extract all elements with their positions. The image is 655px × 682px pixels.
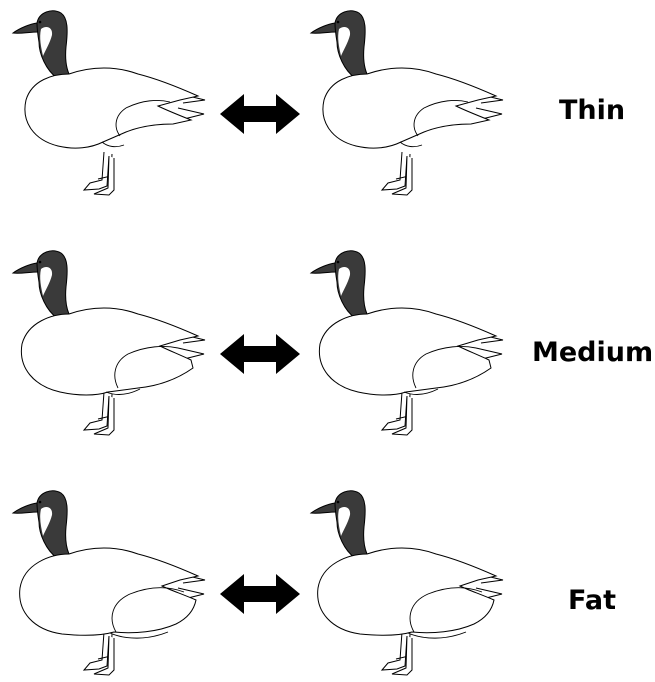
goose-outline-icon (306, 242, 506, 442)
goose-outline-icon (8, 2, 208, 202)
double-headed-arrow-icon (220, 334, 300, 374)
row-label: Medium (532, 337, 652, 368)
goose-outline-icon (306, 2, 506, 202)
goose-outline-icon (306, 482, 506, 682)
row-fat: Fat (0, 482, 655, 682)
goose-outline-icon (8, 482, 208, 682)
row-label: Thin (532, 95, 652, 126)
double-headed-arrow-icon (220, 574, 300, 614)
goose-outline-icon (8, 242, 208, 442)
double-headed-arrow-icon (220, 94, 300, 134)
row-medium: Medium (0, 242, 655, 442)
row-label: Fat (532, 585, 652, 616)
row-thin: Thin (0, 2, 655, 202)
